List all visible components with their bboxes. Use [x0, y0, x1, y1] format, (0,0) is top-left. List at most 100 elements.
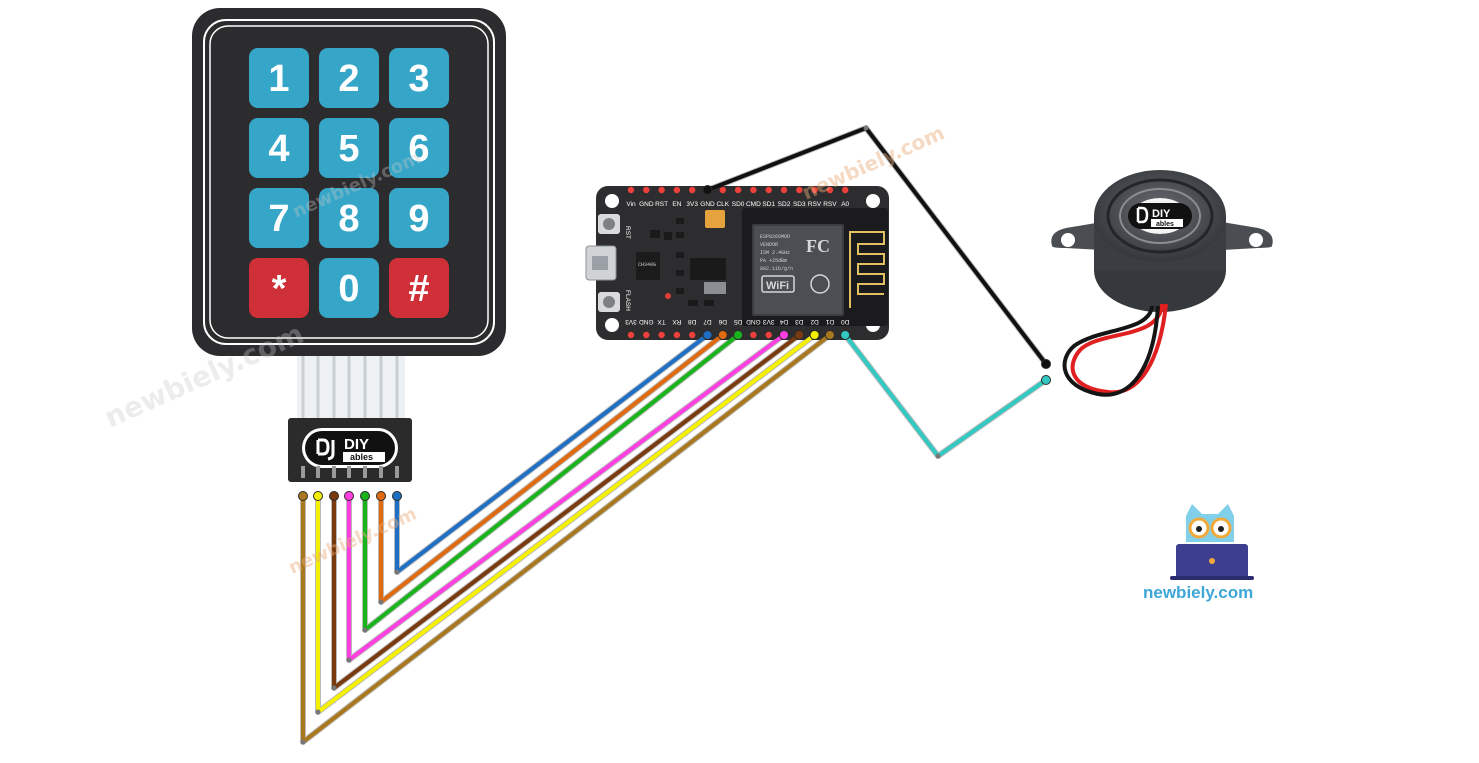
- wire-endpoint: [313, 491, 323, 501]
- keypad-logo-diy: DIY: [344, 436, 369, 453]
- bottom-pin-label: D0: [841, 318, 850, 325]
- wire-bend: [331, 685, 337, 691]
- key-cap: [389, 188, 449, 248]
- wire-endpoint: [376, 491, 386, 501]
- key-label: 2: [338, 58, 359, 100]
- wire-shadow: [842, 333, 1048, 459]
- key-label: 5: [338, 128, 359, 170]
- bottom-pin-label: RX: [672, 318, 682, 325]
- top-pin-hole: [643, 186, 650, 194]
- wire-endpoint: [1041, 359, 1051, 369]
- wire-endpoint: [702, 185, 713, 195]
- bottom-pin-label: D8: [688, 318, 697, 325]
- bottom-pin-hole: [689, 331, 696, 339]
- top-pin-hole: [689, 186, 696, 194]
- key-label: 3: [408, 58, 429, 100]
- top-pin-label: SD1: [762, 201, 775, 208]
- bottom-pin-label: 3V3: [763, 318, 775, 325]
- top-pin-hole: [780, 186, 788, 194]
- key-3: 3: [389, 48, 449, 108]
- bottom-pin-hole: [750, 331, 757, 339]
- wire-bend: [394, 569, 400, 575]
- bottom-pin-label: 3V3: [625, 318, 637, 325]
- module-text-4: 802.11b/g/n: [760, 266, 793, 272]
- top-pin-label: RSV: [823, 201, 837, 208]
- key-label: 6: [408, 128, 429, 170]
- bottom-pin-label: TX: [657, 318, 666, 325]
- wire-bend: [935, 453, 941, 459]
- top-pin-hole: [734, 186, 742, 194]
- key-label: #: [408, 268, 429, 310]
- wire-bend: [378, 599, 384, 605]
- wire-endpoint: [298, 491, 308, 501]
- esp8266-board: RST FLASH CH340G ESP8266MOD: [585, 186, 889, 340]
- brand-text: newbiely.com: [1143, 583, 1253, 602]
- top-pin-label: SD2: [778, 201, 791, 208]
- top-pin-hole: [658, 186, 665, 194]
- wifi-mark: WiFi: [766, 280, 789, 292]
- bottom-pin-label: D1: [825, 318, 834, 325]
- keypad-ribbon-cable: [297, 352, 405, 422]
- bottom-pin-label: GND: [639, 318, 654, 325]
- top-pin-hole: [719, 186, 726, 194]
- usb-serial-chip: CH340G: [636, 252, 660, 280]
- key-12: #: [389, 258, 449, 318]
- top-pin-hole: [796, 186, 803, 194]
- wire-endpoint: [329, 491, 339, 501]
- rst-label: RST: [624, 226, 631, 239]
- top-pin-hole: [627, 186, 635, 194]
- buzzer-logo-ables: ables: [1156, 221, 1174, 228]
- bottom-pin-label: D3: [795, 318, 804, 325]
- key-1: 1: [249, 48, 309, 108]
- keypad-diyables-logo: DIY ables: [302, 428, 398, 468]
- wire-endpoint: [702, 330, 713, 340]
- key-9: 9: [389, 188, 449, 248]
- wire-d6: [379, 333, 725, 604]
- top-pin-hole: [765, 186, 772, 194]
- key-label: *: [272, 268, 287, 310]
- newbiely-logo: newbiely.com: [1143, 504, 1254, 602]
- wire-bend: [315, 709, 321, 715]
- wire-endpoint: [360, 491, 370, 501]
- fc-mark: FC: [806, 236, 830, 256]
- top-pin-hole: [673, 186, 681, 194]
- key-cap: [249, 188, 309, 248]
- wire-d4: [347, 333, 786, 662]
- chip-text: CH340G: [638, 262, 656, 268]
- top-pin-label: A0: [841, 201, 849, 208]
- key-label: 7: [268, 198, 289, 240]
- rst-button: RST: [598, 214, 631, 239]
- keypad-logo-ables: ables: [350, 452, 373, 462]
- top-pin-label: SD0: [732, 201, 745, 208]
- flash-label: FLASH: [624, 290, 631, 311]
- key-5: 5: [319, 118, 379, 178]
- key-2: 2: [319, 48, 379, 108]
- top-pin-label: EN: [672, 201, 681, 208]
- key-4: 4: [249, 118, 309, 178]
- bottom-pin-label: GND: [746, 318, 761, 325]
- wire-bend: [863, 125, 869, 131]
- module-text-1: VENDOR: [760, 242, 778, 248]
- bottom-pin-label: D4: [779, 318, 788, 325]
- key-cap: [389, 258, 449, 318]
- wire-bend: [362, 627, 368, 633]
- key-7: 7: [249, 188, 309, 248]
- key-label: 0: [338, 268, 359, 310]
- wire-endpoint: [809, 330, 820, 340]
- wire-endpoint: [779, 330, 789, 340]
- wires: [298, 125, 1051, 745]
- module-text-3: PA +25dBm: [760, 258, 787, 264]
- key-cap: [249, 48, 309, 108]
- module-text-0: ESP8266MOD: [760, 234, 790, 240]
- key-cap: [249, 258, 309, 318]
- wire-endpoint: [717, 330, 728, 340]
- buzzer-red-lead: [1070, 303, 1168, 395]
- wire-endpoint: [1041, 375, 1051, 385]
- bottom-pin-label: D7: [703, 318, 712, 325]
- key-label: 9: [408, 198, 429, 240]
- key-8: 8: [319, 188, 379, 248]
- wire-d0: [843, 333, 1048, 458]
- key-label: 1: [268, 58, 289, 100]
- wire-endpoint: [733, 330, 744, 340]
